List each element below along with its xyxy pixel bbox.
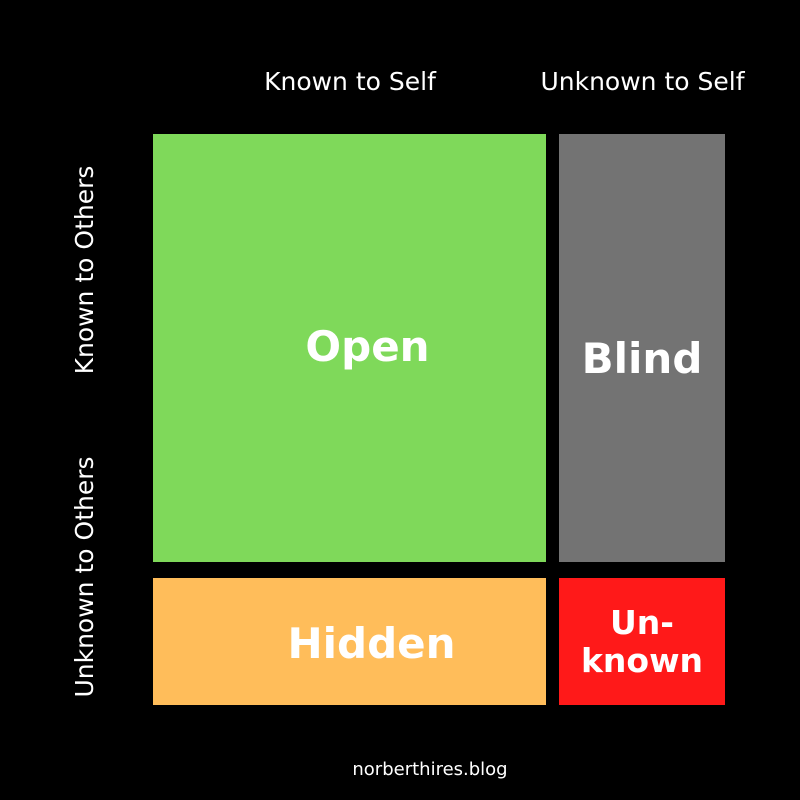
quadrant-hidden: Hidden [153,578,546,705]
quadrant-hidden-label: Hidden [287,619,456,668]
quadrant-blind: Blind [559,134,725,562]
row-header-known-to-others: Known to Others [70,165,99,375]
footer-credit: norberthires.blog [352,759,508,780]
row-header-unknown-to-others: Unknown to Others [70,456,99,698]
quadrant-open-label: Open [305,321,430,371]
column-header-unknown-to-self: Unknown to Self [540,67,745,96]
quadrant-blind-label: Blind [581,333,703,383]
quadrant-unknown-label: Un- known [580,602,704,680]
quadrant-open: Open [153,134,546,562]
quadrant-unknown: Un- known [559,578,725,705]
column-header-known-to-self: Known to Self [264,67,436,96]
